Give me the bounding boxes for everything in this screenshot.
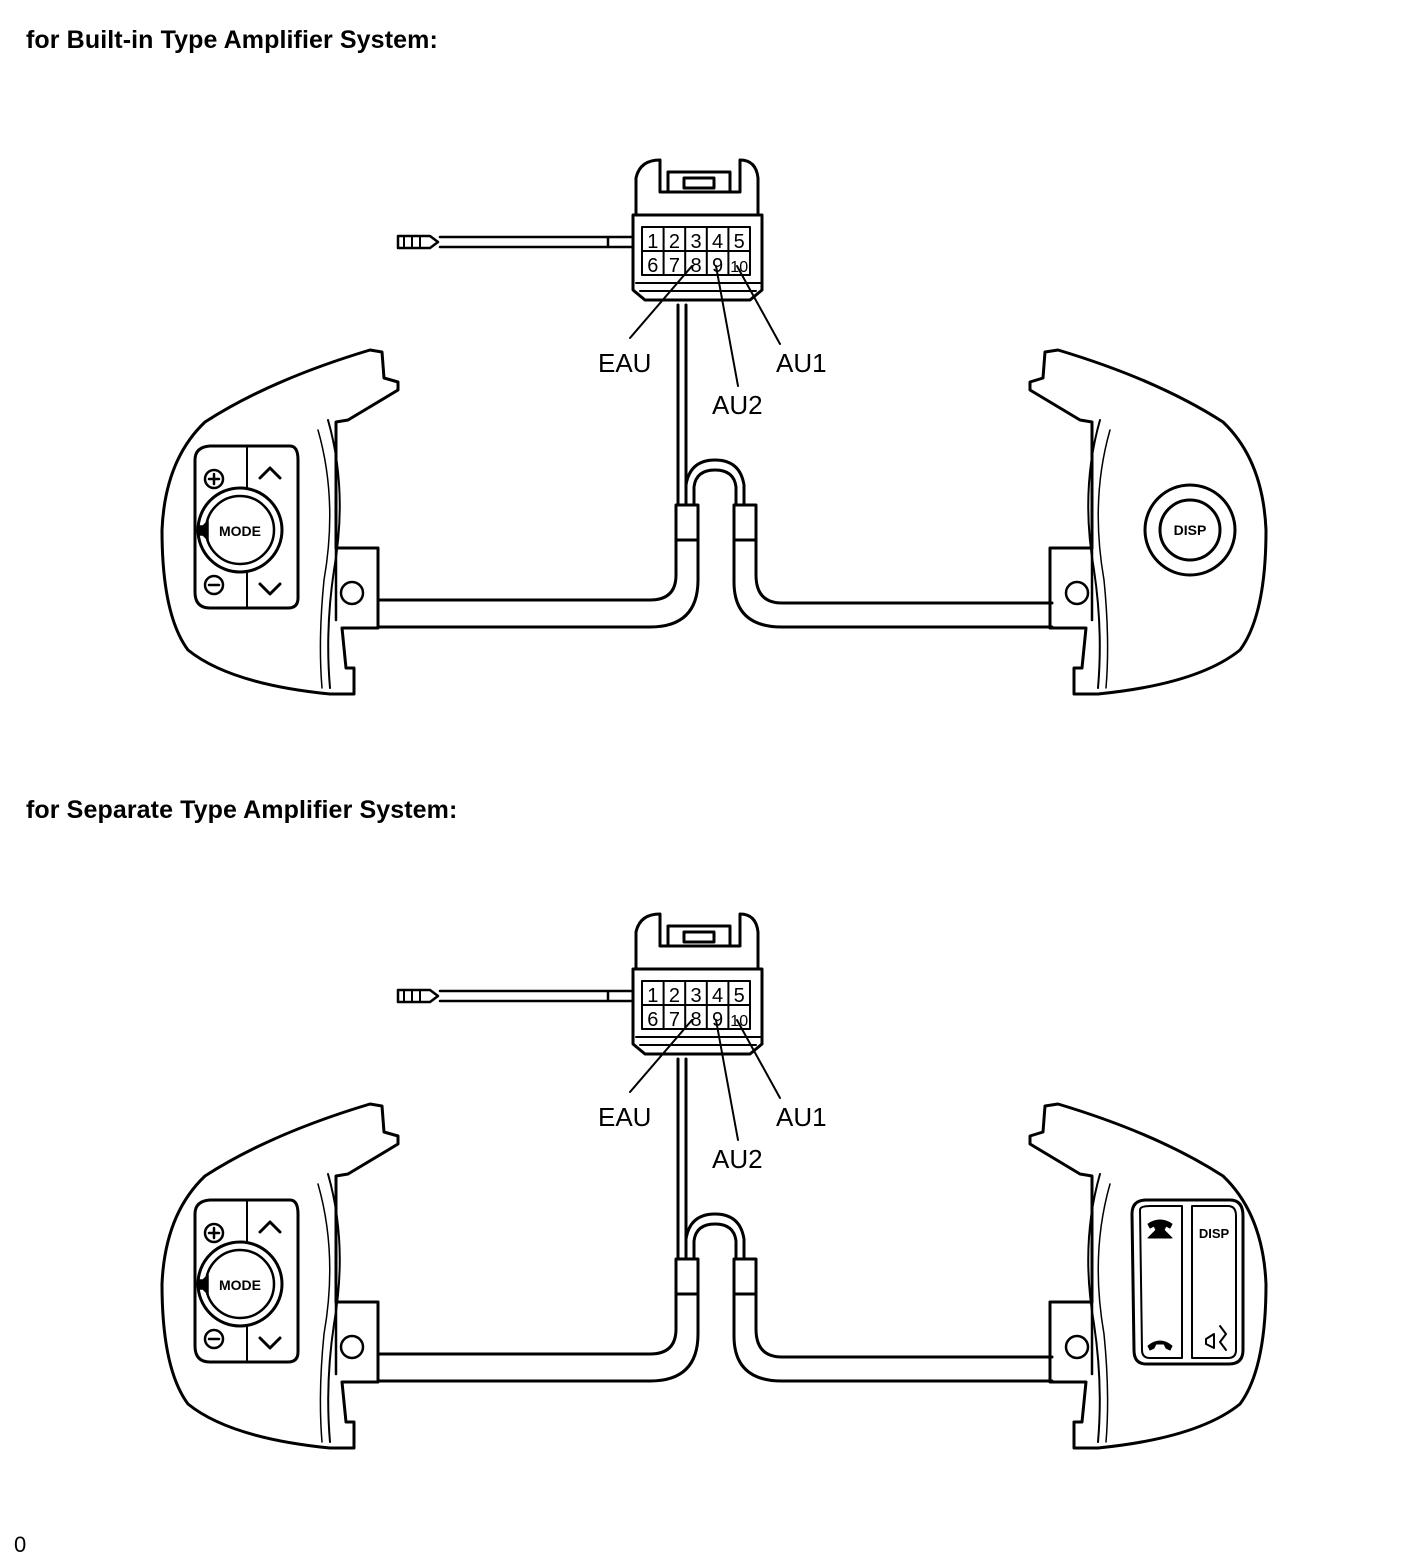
left-steering-pad — [160, 348, 400, 696]
harness-branch-left — [376, 1292, 700, 1383]
pin-label: 6 — [647, 255, 658, 277]
wiring-diagram-svg: 1 2 3 4 5 6 7 8 9 10 EAU AU2 AU1 MODE DI… — [160, 912, 1268, 1450]
up-chevron-icon — [258, 466, 282, 480]
pin-label: 1 — [647, 985, 658, 1007]
callout-au1: AU1 — [776, 1102, 827, 1132]
lead-terminal — [396, 234, 440, 250]
plus-icon — [203, 1222, 225, 1244]
lead-terminal — [396, 988, 440, 1004]
harness-sleeve-left — [674, 503, 700, 542]
pin-label: 10 — [730, 259, 748, 276]
connector-body — [631, 967, 764, 1056]
harness-sleeve-left — [674, 1257, 700, 1296]
harness-trunk — [676, 303, 688, 507]
harness-sleeve-right — [732, 503, 758, 542]
left-pad-mount-hole — [339, 580, 365, 606]
callout-au2: AU2 — [712, 390, 763, 420]
left-button-cluster — [193, 1198, 300, 1364]
disp-button-label: DISP — [1174, 522, 1207, 538]
minus-icon — [203, 574, 225, 596]
pin-label: 8 — [690, 255, 701, 277]
connector-latch-tab — [666, 170, 732, 194]
callout-eau: EAU — [598, 348, 651, 378]
voice-talk-icon — [1205, 1325, 1227, 1351]
diagram-built-in: 1 2 3 4 5 6 7 8 9 10 EAU AU2 AU1 MODE DI… — [0, 0, 1424, 700]
harness-loop — [684, 1212, 746, 1261]
connector-body — [631, 213, 764, 302]
pin-label: 1 — [647, 231, 658, 253]
harness-sleeve-right — [732, 1257, 758, 1296]
callout-au2: AU2 — [712, 1144, 763, 1174]
callout-au1: AU1 — [776, 348, 827, 378]
section-title-separate: for Separate Type Amplifier System: — [26, 796, 458, 824]
left-pad-mount-hole — [339, 1334, 365, 1360]
pin-label: 7 — [669, 1009, 680, 1031]
lead-wire — [438, 235, 634, 249]
down-chevron-icon — [258, 1336, 282, 1350]
callout-leader-au1 — [736, 1019, 781, 1099]
section-title-built-in: for Built-in Type Amplifier System: — [26, 26, 438, 54]
pin-label: 2 — [669, 985, 680, 1007]
pin-label: 3 — [690, 985, 701, 1007]
callout-leader-au1 — [736, 265, 781, 345]
right-pad-mount-hole — [1064, 1334, 1090, 1360]
pin-label: 9 — [712, 255, 723, 277]
minus-icon — [203, 1328, 225, 1350]
pin-label: 5 — [734, 231, 745, 253]
right-button-cluster — [1130, 1198, 1245, 1366]
diagram-separate: 1 2 3 4 5 6 7 8 9 10 EAU AU2 AU1 MODE DI… — [0, 754, 1424, 1454]
speaker-icon — [197, 1274, 209, 1295]
mode-button-label: MODE — [219, 1277, 261, 1293]
callout-eau: EAU — [598, 1102, 651, 1132]
plus-icon — [203, 468, 225, 490]
phone-on-hook-icon — [1147, 1340, 1173, 1351]
pin-label: 4 — [712, 985, 723, 1007]
callout-leader-eau — [629, 265, 693, 339]
disp-button-label: DISP — [1199, 1226, 1230, 1241]
left-steering-pad — [160, 1102, 400, 1450]
mode-button-label: MODE — [219, 523, 261, 539]
disp-button — [1158, 498, 1222, 562]
harness-loop — [684, 458, 746, 507]
speaker-icon — [197, 520, 209, 541]
wiring-diagram-svg: 1 2 3 4 5 6 7 8 9 10 EAU AU2 AU1 MODE DI… — [160, 158, 1268, 696]
right-pad-mount-hole — [1064, 580, 1090, 606]
pin-label: 5 — [734, 985, 745, 1007]
lead-wire — [438, 989, 634, 1003]
pin-label: 9 — [712, 1009, 723, 1031]
harness-branch-right — [732, 538, 1054, 629]
right-steering-pad — [1028, 1102, 1268, 1450]
pin-label: 2 — [669, 231, 680, 253]
pin-label: 8 — [690, 1009, 701, 1031]
phone-off-hook-icon — [1147, 1219, 1173, 1239]
pin-label: 6 — [647, 1009, 658, 1031]
pin-label: 10 — [730, 1013, 748, 1030]
pin-label: 4 — [712, 231, 723, 253]
right-steering-pad — [1028, 348, 1268, 696]
connector-latch-tab — [666, 924, 732, 948]
callout-leader-au2 — [715, 265, 739, 387]
callout-leader-au2 — [715, 1019, 739, 1141]
up-chevron-icon — [258, 1220, 282, 1234]
down-chevron-icon — [258, 582, 282, 596]
left-button-cluster — [193, 444, 300, 610]
harness-trunk — [676, 1057, 688, 1261]
pin-label: 7 — [669, 255, 680, 277]
harness-branch-left — [376, 538, 700, 629]
harness-branch-right — [732, 1292, 1054, 1383]
figure-code: 0 — [14, 1532, 27, 1557]
pin-label: 3 — [690, 231, 701, 253]
callout-leader-eau — [629, 1019, 693, 1093]
